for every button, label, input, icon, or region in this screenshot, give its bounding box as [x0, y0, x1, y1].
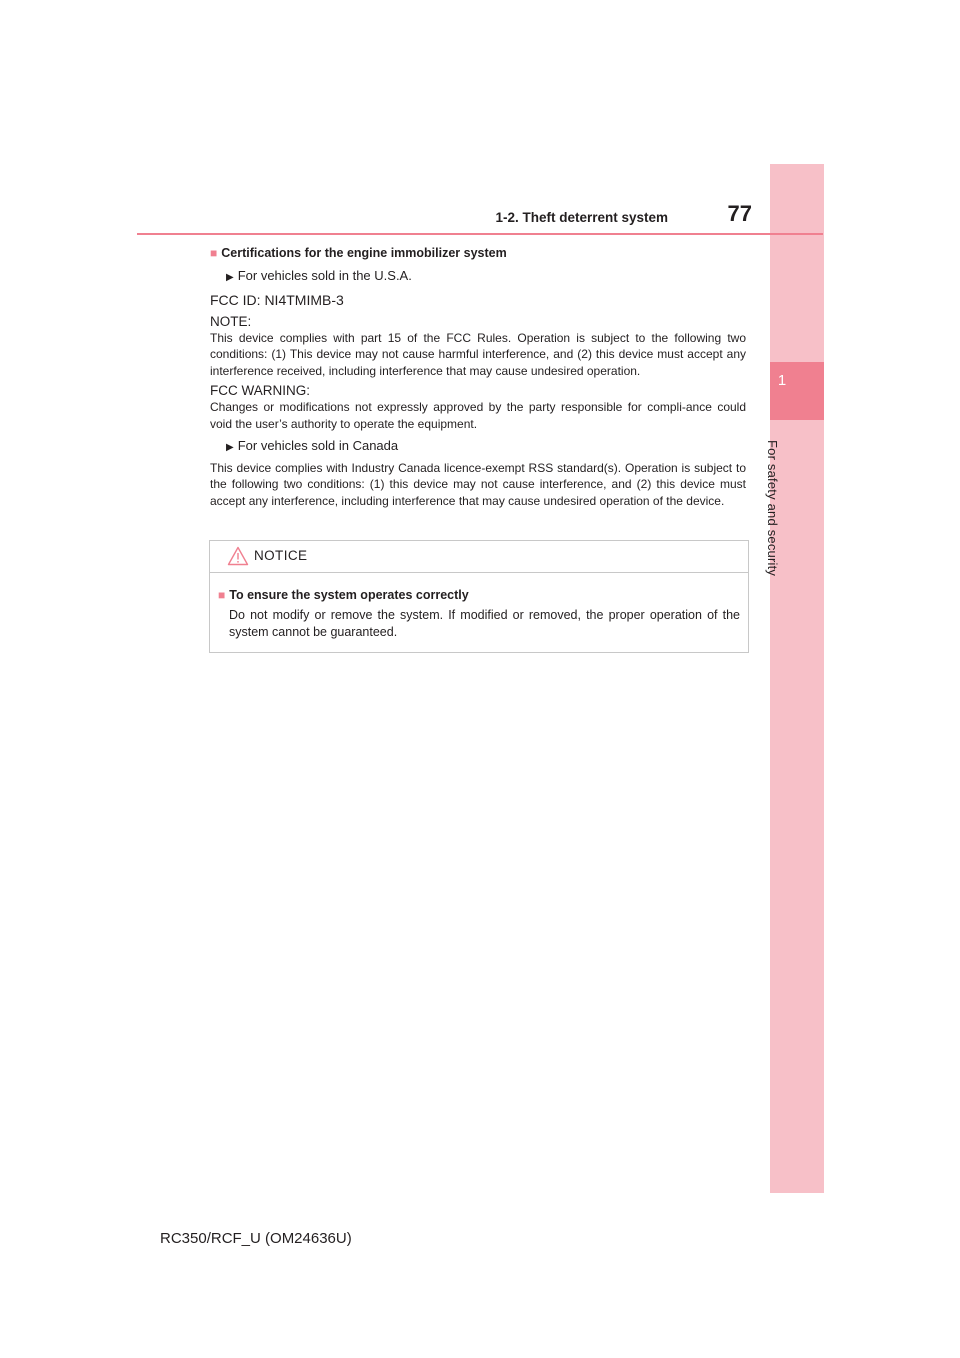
- usa-bullet: ▶For vehicles sold in the U.S.A.: [226, 266, 746, 288]
- section-heading-text: Certifications for the engine immobilize…: [221, 246, 507, 260]
- canada-bullet-text: For vehicles sold in Canada: [237, 438, 399, 454]
- notice-heading: ■To ensure the system operates correctly: [218, 586, 740, 604]
- chapter-tab-marker: [770, 362, 824, 420]
- notice-body: ■To ensure the system operates correctly…: [210, 573, 748, 641]
- square-bullet-icon: ■: [218, 588, 226, 602]
- header-divider: [137, 233, 823, 235]
- notice-box: NOTICE ■To ensure the system operates co…: [209, 540, 749, 653]
- main-content: ■Certifications for the engine immobiliz…: [210, 244, 746, 513]
- triangle-bullet-icon: ▶: [226, 442, 234, 454]
- footer-model-code: RC350/RCF_U (OM24636U): [160, 1230, 352, 1247]
- note-text: This device complies with part 15 of the…: [210, 331, 746, 378]
- square-bullet-icon: ■: [210, 246, 218, 260]
- notice-header: NOTICE: [210, 541, 748, 573]
- notice-title: NOTICE: [254, 548, 308, 563]
- notice-heading-text: To ensure the system operates correctly: [229, 588, 469, 602]
- canada-text: This device complies with Industry Canad…: [210, 461, 746, 508]
- note-label: NOTE:: [210, 314, 252, 329]
- section-heading: ■Certifications for the engine immobiliz…: [210, 244, 746, 262]
- chapter-number: 1: [777, 372, 787, 389]
- warning-triangle-icon: [227, 546, 249, 566]
- fcc-id: FCC ID: NI4TMIMB-3: [210, 292, 344, 308]
- canada-bullet: ▶For vehicles sold in Canada: [226, 436, 746, 458]
- section-label-text: For safety and security: [765, 440, 780, 577]
- triangle-bullet-icon: ▶: [226, 272, 234, 283]
- page-number: 77: [727, 201, 752, 226]
- page-header-title: 1-2. Theft deterrent system: [495, 210, 668, 225]
- notice-text: Do not modify or remove the system. If m…: [229, 608, 740, 639]
- section-label-vertical: For safety and security: [765, 440, 794, 605]
- side-tab: [770, 164, 824, 1193]
- usa-bullet-text: For vehicles sold in the U.S.A.: [237, 268, 412, 283]
- fcc-warning-label: FCC WARNING:: [210, 383, 310, 399]
- fcc-warning-text: Changes or modifications not expressly a…: [210, 400, 746, 431]
